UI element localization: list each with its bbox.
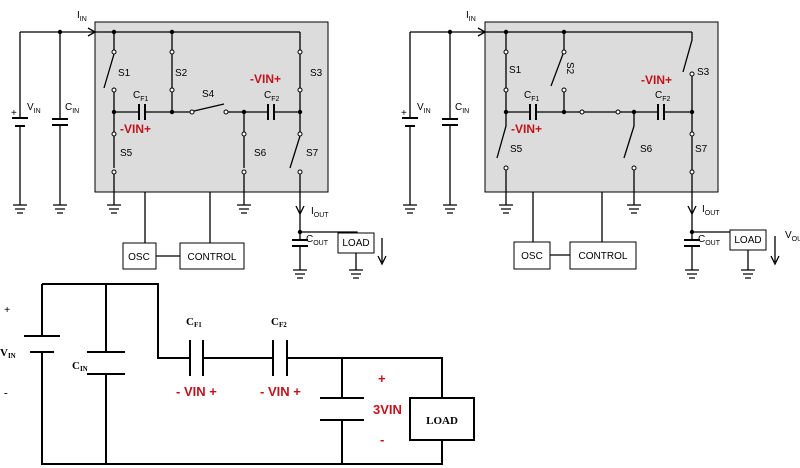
s3-label-b: S3 — [697, 67, 710, 78]
s2-label-b: S2 — [564, 62, 575, 75]
cin-label-b: CIN — [455, 102, 469, 115]
vin-label-a: VIN — [27, 102, 41, 115]
cf2-polarity-a: -VIN+ — [250, 72, 281, 86]
osc-label-a: OSC — [128, 252, 150, 263]
s1-label-b: S1 — [509, 65, 522, 76]
control-box-b — [569, 241, 637, 270]
load-box-c — [409, 397, 475, 441]
chip-box-b — [484, 21, 719, 193]
s2-label-a: S2 — [175, 68, 188, 79]
top-rail-c — [42, 283, 443, 398]
iout-arrow-a — [295, 205, 305, 216]
out-voltage-c: 3VIN — [373, 402, 402, 417]
out-plus-c: + — [378, 371, 386, 386]
iin-label-a: IIN — [77, 10, 87, 23]
cin-label-c: CIN — [72, 360, 88, 373]
s6-label-a: S6 — [254, 148, 267, 159]
cf1-label-a: CF1 — [133, 90, 149, 103]
cf1-polarity-c: - VIN + — [176, 384, 217, 399]
iin-arrow-b — [477, 27, 487, 37]
cf2-label-b: CF2 — [655, 90, 671, 103]
cf1-polarity-b: -VIN+ — [511, 122, 542, 136]
out-minus-c: - — [380, 432, 384, 447]
vin-minus-c: - — [4, 387, 8, 399]
s3-label-a: S3 — [310, 68, 323, 79]
iout-arrow-b — [687, 205, 697, 216]
cin-capacitor-c — [87, 351, 125, 375]
cf1-label-c: CF1 — [186, 316, 202, 329]
cf2-capacitor-c — [272, 340, 288, 376]
s1-label-a: S1 — [118, 68, 131, 79]
vin-plus-a: + — [11, 108, 17, 119]
s7-label-b: S7 — [695, 144, 708, 155]
iin-arrow-a — [87, 27, 97, 37]
vin-label-b: VIN — [417, 102, 431, 115]
load-label-b: LOAD — [734, 235, 761, 246]
circuit-c: + - VIN CIN CF1 - VIN + CF2 - VIN + + 3V… — [0, 283, 475, 465]
circuit-a: IIN + VIN CIN S1 S2 S3 CF1 -VIN+ — [11, 10, 387, 279]
load-label-c: LOAD — [426, 415, 458, 427]
cout-capacitor-b — [684, 239, 700, 247]
cout-label-a: COUT — [306, 234, 329, 247]
vin-label-c: VIN — [0, 347, 16, 360]
cf2-polarity-c: - VIN + — [260, 384, 301, 399]
control-label-b: CONTROL — [579, 251, 628, 262]
s6-label-b: S6 — [640, 144, 653, 155]
cf1-label-b: CF1 — [524, 90, 540, 103]
vin-plus-b: + — [401, 108, 407, 119]
cf1-polarity-a: -VIN+ — [120, 122, 151, 136]
osc-label-b: OSC — [521, 251, 543, 262]
cout-capacitor-a — [292, 239, 308, 247]
cin-capacitor-a — [52, 118, 68, 126]
vout-label-b: VOU — [785, 230, 800, 243]
iout-label-a: IOUT — [311, 206, 329, 219]
cf1-capacitor-c — [189, 340, 204, 376]
load-label-a: LOAD — [342, 238, 369, 249]
cf1-capacitor-b — [529, 104, 537, 120]
return-rail-c — [41, 284, 443, 465]
s5-label-b: S5 — [510, 144, 523, 155]
osc-box-b — [513, 241, 551, 270]
cin-capacitor-b — [442, 118, 458, 126]
output-capacitor-c — [320, 397, 364, 421]
cf2-label-a: CF2 — [264, 90, 280, 103]
cf1-capacitor-a — [138, 104, 146, 120]
cf2-label-c: CF2 — [271, 316, 287, 329]
cin-label-a: CIN — [65, 102, 79, 115]
vin-plus-c: + — [4, 304, 10, 316]
vin-battery-b — [402, 117, 418, 127]
circuit-b: IIN + VIN CIN S1 S2 S3 CF1 -VIN+ — [401, 10, 800, 279]
vin-battery-a — [12, 117, 28, 127]
vout-arrow-b — [770, 236, 780, 266]
control-box-a — [179, 242, 245, 270]
cf2-polarity-b: -VIN+ — [641, 73, 672, 87]
control-label-a: CONTROL — [188, 252, 237, 263]
s7-label-a: S7 — [306, 148, 319, 159]
iin-label-b: IIN — [466, 10, 476, 23]
iout-label-b: IOUT — [702, 204, 720, 217]
cout-label-b: COUT — [698, 234, 721, 247]
s5-label-a: S5 — [120, 148, 133, 159]
s4-label-a: S4 — [202, 89, 215, 100]
vout-arrow-a — [377, 238, 387, 266]
